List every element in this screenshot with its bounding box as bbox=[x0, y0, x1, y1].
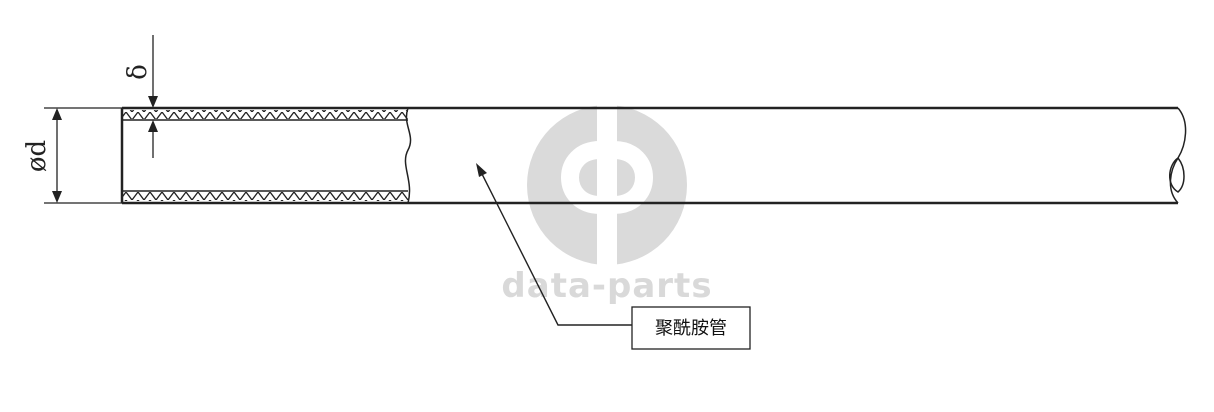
tube-wall-hatching bbox=[122, 110, 408, 201]
tube bbox=[120, 106, 1178, 205]
material-callout: 聚酰胺管 bbox=[631, 306, 751, 350]
section-break-line bbox=[404, 107, 412, 204]
watermark-text: data-parts bbox=[501, 266, 712, 306]
wall-thickness-label: δ bbox=[123, 64, 153, 80]
diameter-label: ød bbox=[22, 140, 52, 172]
watermark-logo-icon bbox=[527, 100, 687, 270]
material-callout-label: 聚酰胺管 bbox=[655, 318, 727, 339]
diameter-dimension bbox=[44, 107, 122, 204]
callout-leader bbox=[476, 163, 632, 326]
diameter-arrows bbox=[52, 108, 62, 203]
wall-thickness-arrows bbox=[148, 96, 158, 132]
right-break-symbol bbox=[1169, 107, 1187, 204]
